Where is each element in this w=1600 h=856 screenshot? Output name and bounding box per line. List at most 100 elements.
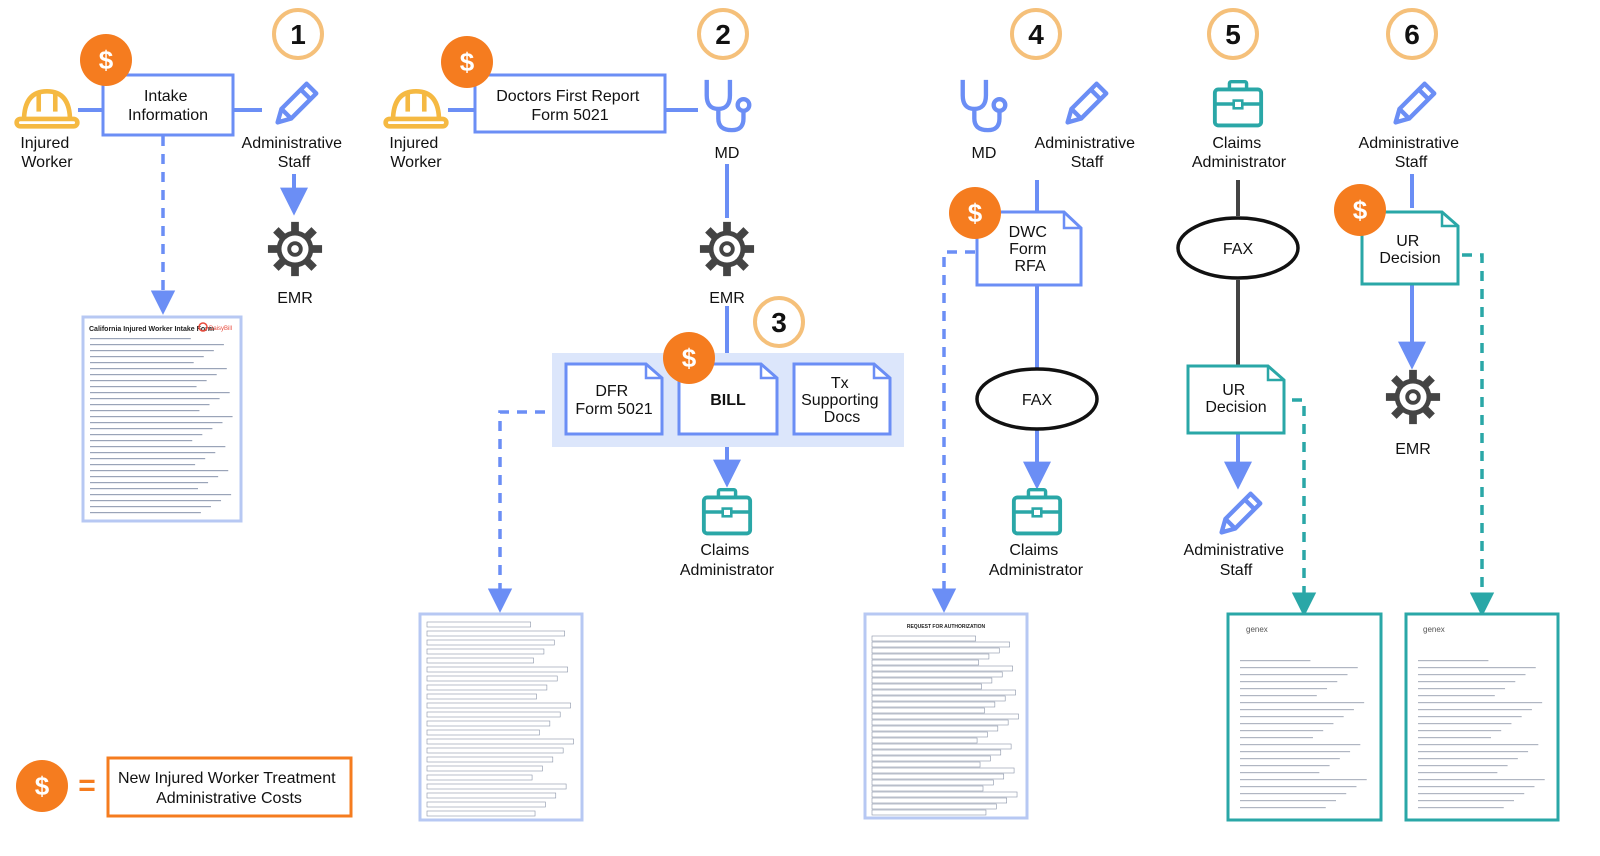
gear-icon — [268, 222, 322, 276]
form-line — [1418, 667, 1536, 669]
form-line — [426, 765, 543, 772]
svg-text:$: $ — [968, 198, 983, 228]
form-line — [871, 749, 1002, 756]
form-line — [1240, 758, 1340, 760]
arrow-rfa-doc — [931, 250, 975, 613]
form-line — [1240, 709, 1354, 711]
form-line — [90, 344, 224, 346]
form-line — [426, 684, 548, 691]
form-line — [1418, 751, 1529, 753]
form-line — [1240, 702, 1365, 704]
form-line — [90, 404, 210, 406]
fax-label-5: FAX — [1223, 241, 1254, 258]
form-line — [1240, 688, 1328, 690]
administrative-staff-label-1: Administrative Staff — [242, 135, 347, 171]
form-line — [871, 719, 1009, 726]
claims-administrator-label-4: Claims Administrator — [989, 542, 1084, 579]
injured-worker-label-2: Injured Worker — [389, 135, 442, 171]
form-line — [871, 647, 1000, 654]
legend-box — [106, 756, 353, 818]
step-number-2: 2 — [715, 19, 731, 50]
svg-text:$: $ — [460, 47, 475, 77]
form-line — [1418, 765, 1508, 767]
form-line — [871, 797, 1007, 804]
form-line — [90, 506, 211, 508]
form-line — [1240, 772, 1320, 774]
fax-node-5 — [1176, 216, 1300, 280]
form-line — [90, 446, 226, 448]
legend-equals: = — [78, 769, 96, 802]
form-line — [1240, 674, 1348, 676]
legend: $ = New Injured Worker Treatment Adminis… — [16, 756, 353, 818]
doctors-first-report-box — [473, 73, 667, 134]
form-line — [90, 464, 196, 466]
form-line — [1418, 800, 1514, 802]
pencil-icon — [278, 84, 317, 123]
cost-badge-3: $ — [663, 332, 715, 384]
form-line — [1418, 660, 1489, 662]
form-line — [426, 630, 565, 637]
form-line — [426, 648, 545, 655]
step-marker-5: 5 — [1207, 8, 1259, 60]
form-line — [426, 666, 568, 673]
form-line — [90, 482, 209, 484]
arrow-ur-doc-6 — [1462, 253, 1495, 617]
form-line — [426, 720, 551, 727]
form-line — [871, 791, 1018, 798]
form-line — [90, 440, 193, 442]
dfr-form-5021-document — [418, 612, 584, 822]
gear-icon — [700, 222, 754, 276]
form-line — [90, 386, 197, 388]
form-line — [90, 428, 213, 430]
ur-letter-document-5: genex — [1226, 612, 1383, 822]
form-line — [90, 476, 219, 478]
intake-information-text: Intake Information — [128, 88, 208, 124]
form-line — [90, 458, 206, 460]
form-line — [90, 350, 214, 352]
form-line — [1240, 744, 1361, 746]
svg-text:$: $ — [1353, 195, 1368, 225]
form-line — [426, 693, 537, 700]
form-line — [871, 755, 991, 762]
form-line — [426, 738, 574, 745]
form-line — [1418, 681, 1516, 683]
emr-label-2: EMR — [709, 290, 745, 307]
form-line — [90, 500, 222, 502]
gear-icon — [1386, 370, 1440, 424]
form-line — [426, 810, 536, 817]
step-number-3: 3 — [771, 307, 787, 338]
step-number-5: 5 — [1225, 19, 1241, 50]
md-label-4: MD — [972, 145, 997, 162]
intake-information-box — [101, 73, 235, 137]
form-line — [871, 695, 1006, 702]
form-line — [871, 659, 979, 666]
connectors — [78, 108, 1495, 617]
cost-badge-6: $ — [1334, 184, 1386, 236]
genex-logo-6: genex — [1423, 625, 1445, 634]
step-marker-4: 4 — [1010, 8, 1062, 60]
genex-logo-5: genex — [1246, 625, 1268, 634]
form-line — [871, 641, 1010, 648]
form-line — [426, 711, 561, 718]
letter-lines — [1240, 660, 1367, 809]
md-label-2: MD — [715, 145, 740, 162]
form-line — [90, 470, 229, 472]
form-lines — [426, 621, 574, 817]
form-line — [90, 398, 220, 400]
form-line — [1240, 786, 1357, 788]
form-line — [1418, 688, 1506, 690]
form-line — [871, 761, 981, 768]
form-line — [871, 803, 997, 810]
daisybill-logo-icon — [198, 322, 208, 332]
form-line — [90, 338, 191, 340]
form-line — [871, 767, 1015, 774]
step-marker-2: 2 — [697, 8, 749, 60]
form-line — [871, 743, 1012, 750]
administrative-staff-label-5: Administrative Staff — [1184, 542, 1289, 579]
form-line — [1418, 716, 1522, 718]
form-line — [90, 494, 232, 496]
step-marker-1: 1 — [272, 8, 324, 60]
form-line — [1240, 751, 1351, 753]
ur-decision-document-6: UR Decision — [1360, 210, 1460, 286]
